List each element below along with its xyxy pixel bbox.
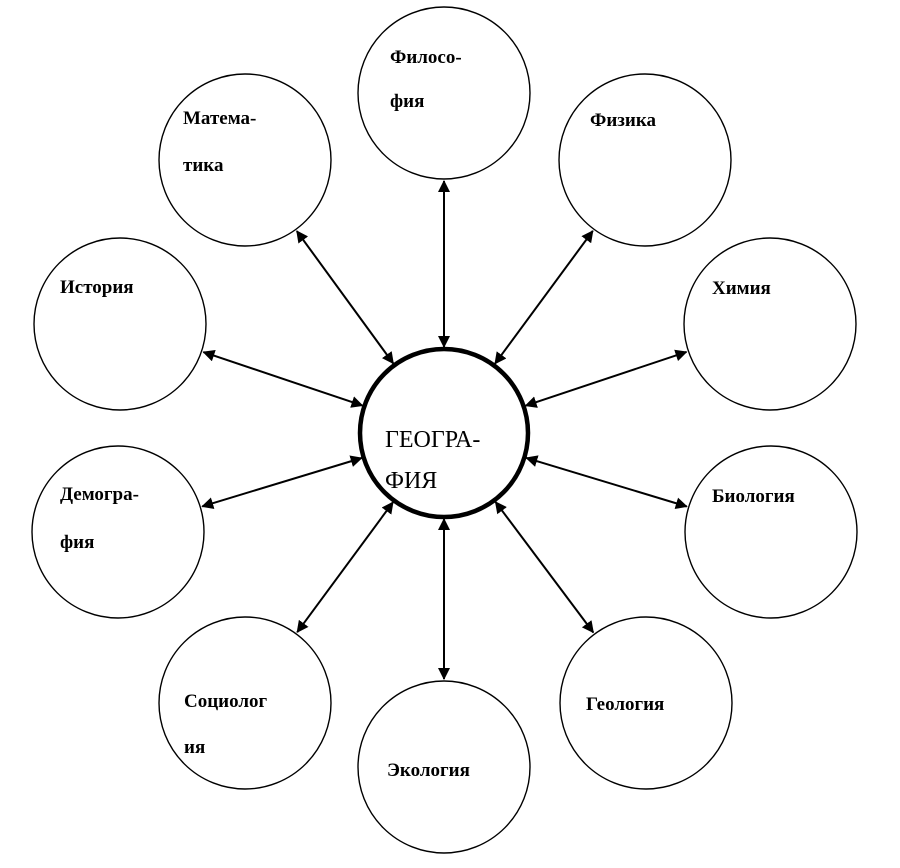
node-label-demografiya-line-2: фия [60, 532, 94, 553]
node-label-matematika-line-2: тика [183, 155, 224, 176]
node-label-khimiya-line-1: Химия [712, 278, 771, 299]
node-circle-ekologiya [357, 680, 531, 854]
node-fizika: Физика [558, 73, 732, 247]
node-circle-fizika [558, 73, 732, 247]
node-label-sotsiologiya-line-1: Социолог [184, 691, 268, 712]
node-geologiya: Геология [559, 616, 733, 790]
node-label-demografiya-line-1: Демогра- [60, 484, 139, 505]
center-circle-geografiya [357, 346, 531, 520]
node-circle-geologiya [559, 616, 733, 790]
node-label-matematika-line-1: Матема- [183, 108, 256, 129]
arrow-geografiya-matematika [295, 230, 395, 365]
arrow-geografiya-geologiya [494, 501, 595, 634]
node-circle-matematika [158, 73, 332, 247]
node-label-sotsiologiya-line-2: ия [184, 737, 205, 758]
node-circle-istoriya [33, 237, 207, 411]
node-circle-demografiya [31, 445, 205, 619]
edges [201, 180, 688, 680]
node-filosofiya: Филосо-фия [357, 6, 531, 180]
node-label-geologiya-line-1: Геология [586, 694, 664, 715]
node-label-filosofiya-line-1: Филосо- [390, 47, 462, 68]
node-circle-filosofiya [357, 6, 531, 180]
node-sotsiologiya: Социолог ия [158, 616, 332, 790]
node-khimiya: Химия [683, 237, 857, 411]
node-biologiya: Биология [684, 445, 858, 619]
node-matematika: Матема-тика [158, 73, 332, 247]
arrow-geografiya-istoriya [202, 349, 364, 408]
node-label-biologiya-line-1: Биология [712, 486, 795, 507]
node-istoriya: История [33, 237, 207, 411]
arrow-geografiya-fizika [494, 230, 594, 365]
center-node-geografiya: ГЕОГРА- ФИЯ [357, 346, 531, 520]
node-circle-khimiya [683, 237, 857, 411]
node-ekologiya: Экология [357, 680, 531, 854]
nodes: Филосо-фияФизикаХимияБиологияГеологияЭко… [31, 6, 858, 854]
node-label-istoriya-line-1: История [60, 277, 134, 298]
node-demografiya: Демогра-фия [31, 445, 205, 619]
arrow-geografiya-khimiya [524, 349, 688, 408]
center-label-geografiya-line-2: ФИЯ [385, 468, 437, 494]
arrow-geografiya-demografiya [201, 455, 363, 509]
node-circle-sotsiologiya [158, 616, 332, 790]
node-label-ekologiya-line-1: Экология [387, 760, 470, 781]
arrow-geografiya-sotsiologiya [296, 501, 394, 634]
arrow-geografiya-biologiya [525, 455, 688, 510]
node-circle-biologiya [684, 445, 858, 619]
center-label-geografiya-line-1: ГЕОГРА- [385, 427, 480, 453]
node-label-filosofiya-line-2: фия [390, 91, 424, 112]
node-label-fizika-line-1: Физика [590, 110, 657, 131]
